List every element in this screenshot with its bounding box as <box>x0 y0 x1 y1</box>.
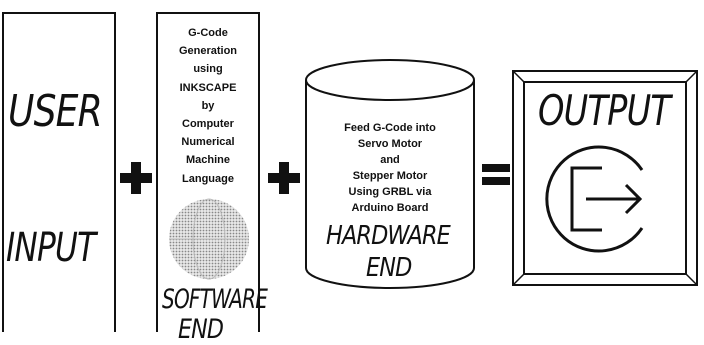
software-end-label: END <box>178 314 224 345</box>
description-line: G-Code <box>188 27 228 39</box>
hardware-label: HARDWARE <box>326 221 451 251</box>
description-line: Generation <box>178 45 238 58</box>
input-label: INPUT <box>6 225 96 271</box>
description-line: Feed G-Code into <box>344 122 436 134</box>
description-line: Numerical <box>181 136 235 149</box>
description-line: Stepper Motor <box>352 170 428 182</box>
user-label: USER <box>8 86 103 137</box>
description-line: Using GRBL via <box>348 186 432 198</box>
description-line: INKSCAPE <box>179 81 237 94</box>
description-line: Servo Motor <box>357 138 423 150</box>
globe-icon <box>169 198 249 280</box>
hardware-end-label: END <box>366 253 412 283</box>
description-line: Computer <box>182 118 234 131</box>
hardware-cylinder <box>305 59 475 289</box>
plus-operator-1 <box>120 162 152 194</box>
user-input-box: USER INPUT <box>2 12 116 332</box>
plus-operator-2 <box>268 162 300 194</box>
description-line: by <box>201 99 215 112</box>
exit-icon <box>545 145 644 253</box>
description-line: Language <box>182 172 234 185</box>
description-line: Machine <box>185 154 230 167</box>
software-label: SOFTWARE <box>162 284 268 315</box>
description-line: using <box>193 63 223 76</box>
description-line: and <box>380 154 400 166</box>
equals-operator <box>482 164 510 185</box>
description-line: Arduino Board <box>351 202 429 214</box>
output-label: OUTPUT <box>538 86 671 135</box>
output-frame <box>512 70 698 286</box>
